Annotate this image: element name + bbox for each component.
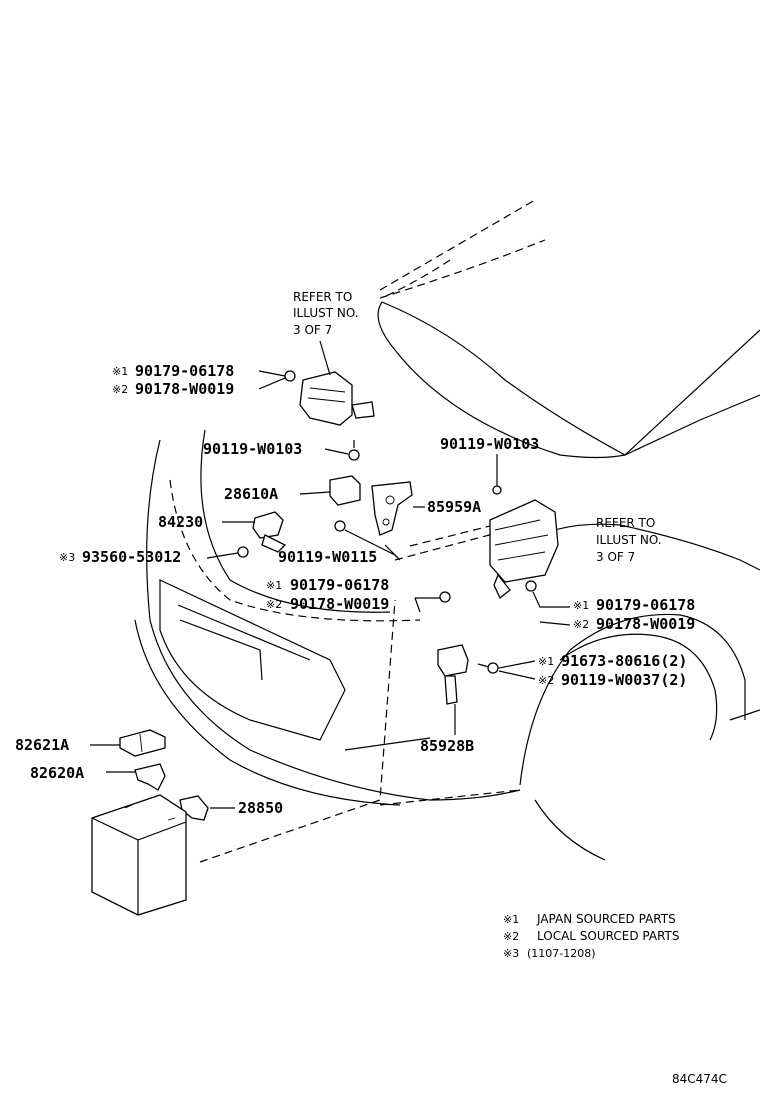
legend-text: JAPAN SOURCED PARTS [536,912,676,926]
component-82620a [134,763,166,791]
part-number: 90119-W0115 [278,548,377,566]
callout-mark: ※1 [573,599,589,612]
refer-top-line3: 3 OF 7 [293,323,332,337]
part-number: 90179-06178 [596,596,695,614]
component-85959a-bracket [334,481,413,536]
component-battery [91,794,187,916]
part-number: 91673-80616(2) [561,652,687,670]
car-body-outline [134,199,760,863]
callout-mark: ※3 [59,551,75,564]
callout-mark: ※2 [112,383,128,396]
callout-mark: ※1 [538,655,554,668]
part-number: 85928B [420,737,474,755]
refer-right-line2: ILLUST NO. [596,533,662,547]
part-number: 84230 [158,513,203,531]
leader-lines [90,340,571,809]
refer-top-line2: ILLUST NO. [293,306,359,320]
part-number: 90119-W0103 [440,435,539,453]
callout-mark: ※1 [266,579,282,592]
component-ecu-right [439,485,559,603]
part-number: 90119-W0037(2) [561,671,687,689]
legend-mark: ※1 [503,913,519,926]
legend-text: LOCAL SOURCED PARTS [537,929,679,943]
callout-mark: ※1 [112,365,128,378]
part-number: 90119-W0103 [203,440,302,458]
legend-mark: ※3 [503,947,519,960]
part-number: 28850 [238,799,283,817]
refer-top-line1: REFER TO [293,290,352,304]
component-ecu-top [284,370,375,461]
component-28610a [329,475,361,506]
callout-mark: ※2 [538,674,554,687]
part-number: 90179-06178 [290,576,389,594]
callout-mark: ※2 [573,618,589,631]
part-number: 90178-W0019 [135,380,234,398]
legend-mark: ※2 [503,930,519,943]
legend: ※1 JAPAN SOURCED PARTS ※2 LOCAL SOURCED … [503,912,679,960]
part-number: 93560-53012 [82,548,181,566]
part-number: 82621A [15,736,69,754]
refer-right-line1: REFER TO [596,516,655,530]
part-number: 85959A [427,498,481,516]
part-number: 28610A [224,485,278,503]
component-82621a [119,729,166,757]
illustration-code: 84C474C [672,1072,727,1086]
component-84230 [237,511,287,558]
component-85928b [437,644,499,705]
legend-text: (1107-1208) [527,947,596,960]
part-number: 82620A [30,764,84,782]
refer-right-line3: 3 OF 7 [596,550,635,564]
part-number: 90178-W0019 [290,595,389,613]
part-number: 90179-06178 [135,362,234,380]
callout-mark: ※2 [266,598,282,611]
part-number: 90178-W0019 [596,615,695,633]
